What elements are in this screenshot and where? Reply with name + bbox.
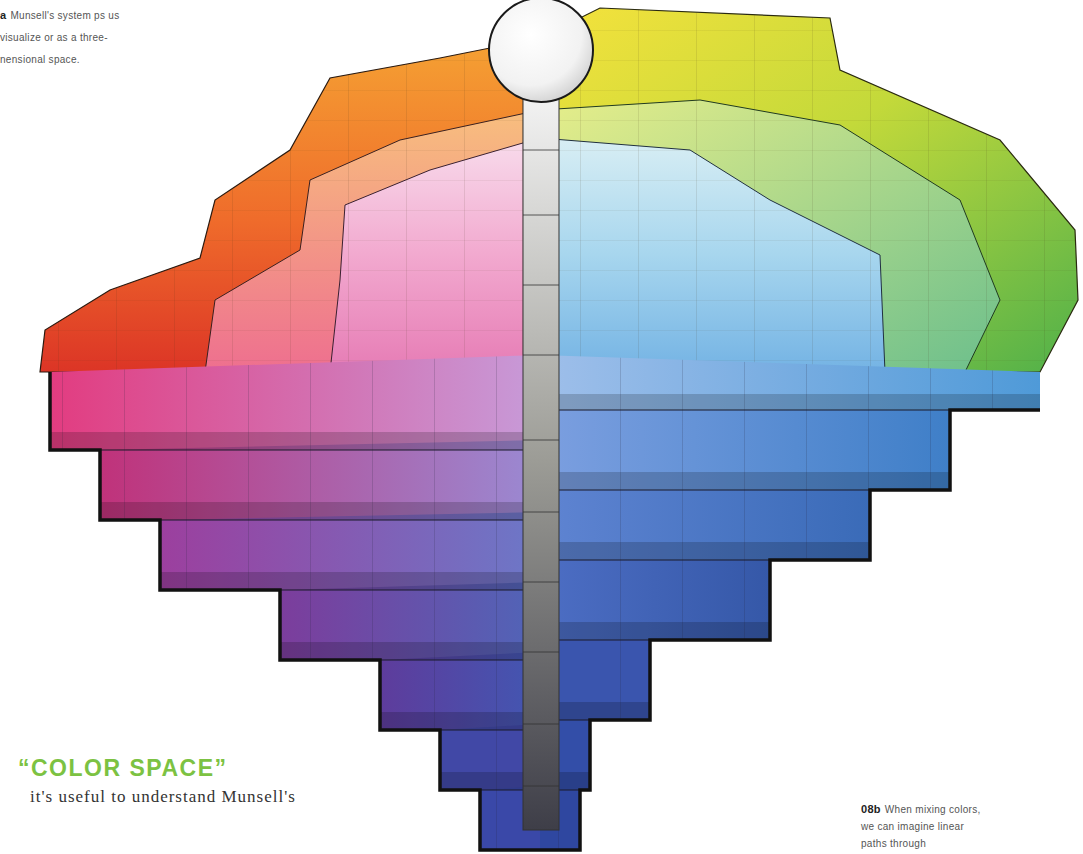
section-heading: “COLOR SPACE” (18, 755, 227, 782)
figure-number: a (0, 9, 6, 21)
caption-text: it's useful to understand Munsell's (30, 787, 296, 806)
text-block: 08bWhen mixing colors, we can imagine li… (861, 801, 987, 852)
text-block: aMunsell's system ps us visualize or as … (0, 4, 122, 71)
figure-number: 08b (861, 803, 881, 815)
neutral-value-axis (489, 0, 593, 830)
text-block: it's useful to understand Munsell's (30, 787, 296, 807)
caption-text: Munsell's system ps us visualize or as a… (0, 10, 120, 65)
